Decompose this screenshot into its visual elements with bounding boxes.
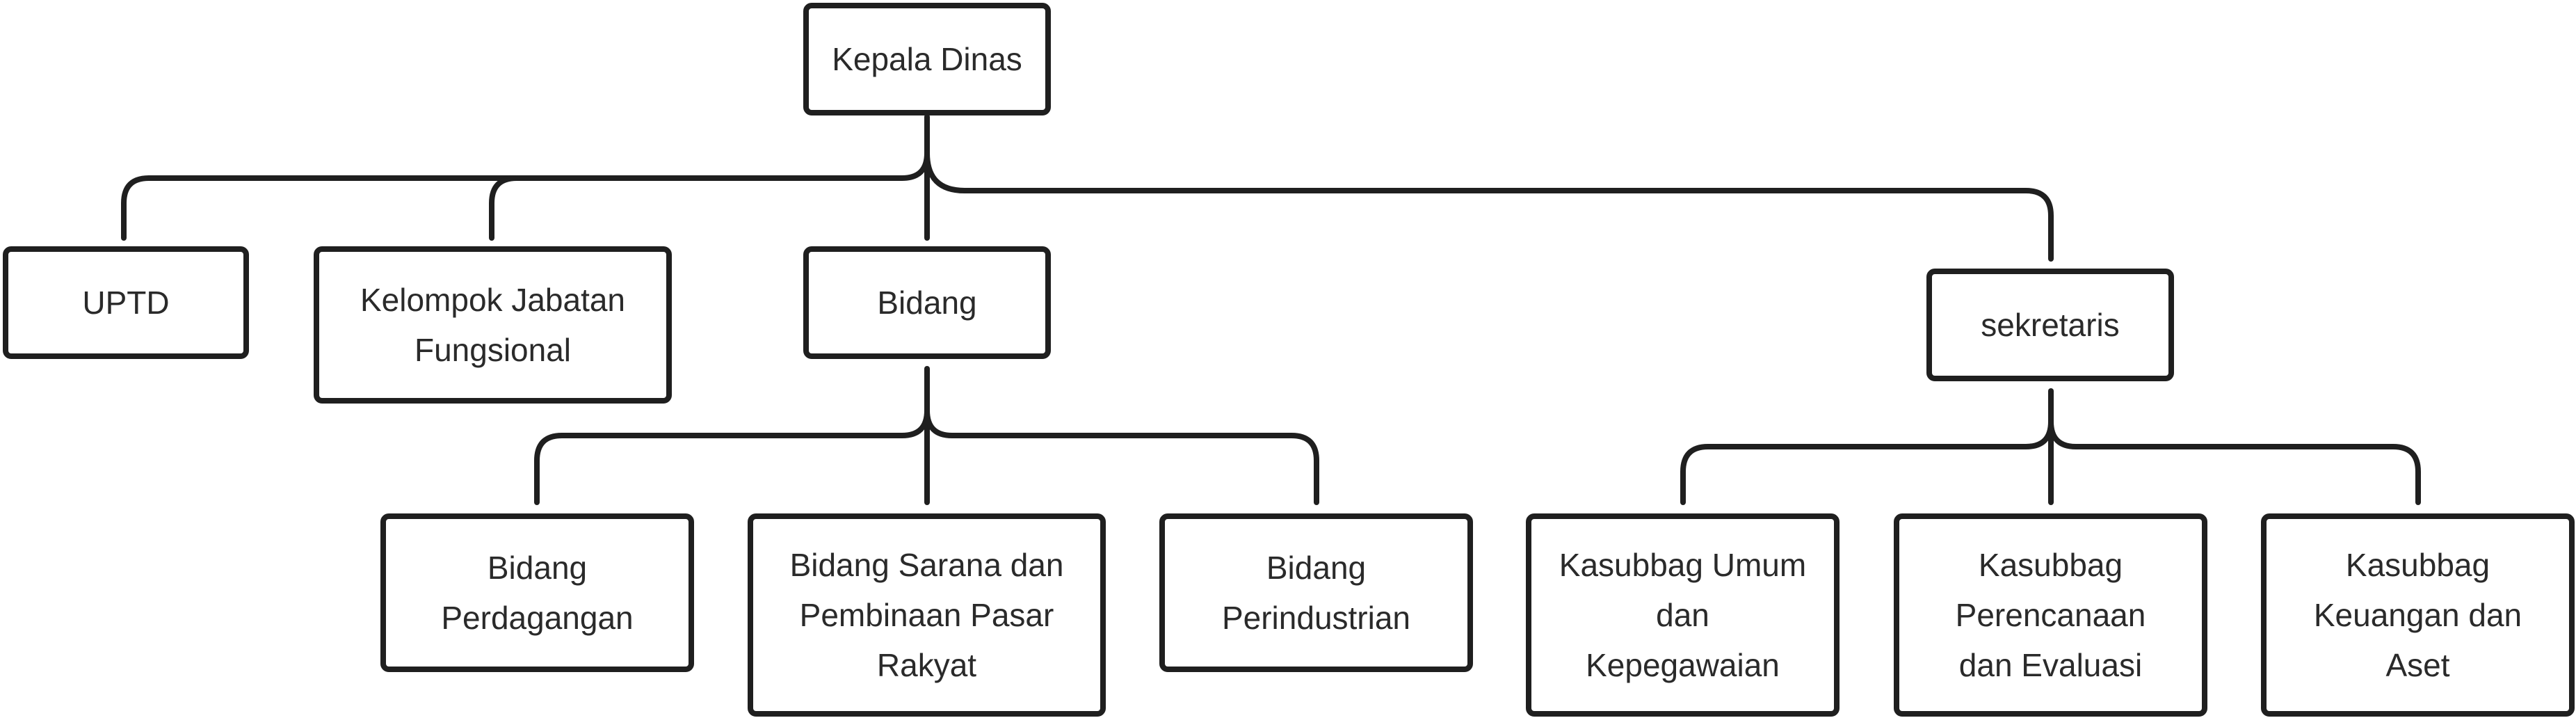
node-kasubbag-perencanaan: Kasubbag Perencanaan dan Evaluasi	[1894, 513, 2207, 717]
node-kelompok-jabatan-fungsional: Kelompok Jabatan Fungsional	[314, 246, 672, 404]
connector-bidang-to-perdagangan	[534, 408, 930, 505]
node-kepala-dinas: Kepala Dinas	[803, 3, 1051, 115]
connector-bidang-to-perindustrian	[924, 408, 1319, 505]
node-label: Bidang Sarana dan Pembinaan Pasar Rakyat	[789, 547, 1064, 683]
connector-kepala-dinas-to-uptd	[121, 150, 930, 241]
node-kasubbag-keuangan: Kasubbag Keuangan dan Aset	[2261, 513, 2575, 717]
node-label: Kelompok Jabatan Fungsional	[360, 282, 626, 368]
node-label: Bidang Perindustrian	[1221, 550, 1411, 636]
connector-sekretaris-to-keuangan	[2048, 419, 2421, 505]
node-label: Kasubbag Keuangan dan Aset	[2313, 547, 2522, 683]
connector-kepala-dinas-to-sekretaris	[924, 150, 2054, 262]
node-label: sekretaris	[1981, 307, 2120, 343]
connector-kepala-dinas-to-kelompok	[489, 175, 520, 241]
connector-sekretaris-to-umum	[1680, 419, 2054, 505]
node-bidang: Bidang	[803, 246, 1051, 359]
node-label: Bidang	[877, 285, 977, 321]
node-uptd: UPTD	[3, 246, 249, 359]
node-bidang-perindustrian: Bidang Perindustrian	[1159, 513, 1473, 672]
node-kasubbag-umum: Kasubbag Umum dan Kepegawaian	[1526, 513, 1840, 717]
node-sekretaris: sekretaris	[1926, 269, 2174, 381]
node-label: Kepala Dinas	[832, 41, 1022, 77]
node-label: Kasubbag Umum dan Kepegawaian	[1559, 547, 1807, 683]
node-bidang-sarana-pasar: Bidang Sarana dan Pembinaan Pasar Rakyat	[748, 513, 1106, 717]
node-label: Bidang Perdagangan	[441, 550, 634, 636]
node-label: Kasubbag Perencanaan dan Evaluasi	[1955, 547, 2146, 683]
node-bidang-perdagangan: Bidang Perdagangan	[380, 513, 694, 672]
node-label: UPTD	[82, 285, 170, 321]
